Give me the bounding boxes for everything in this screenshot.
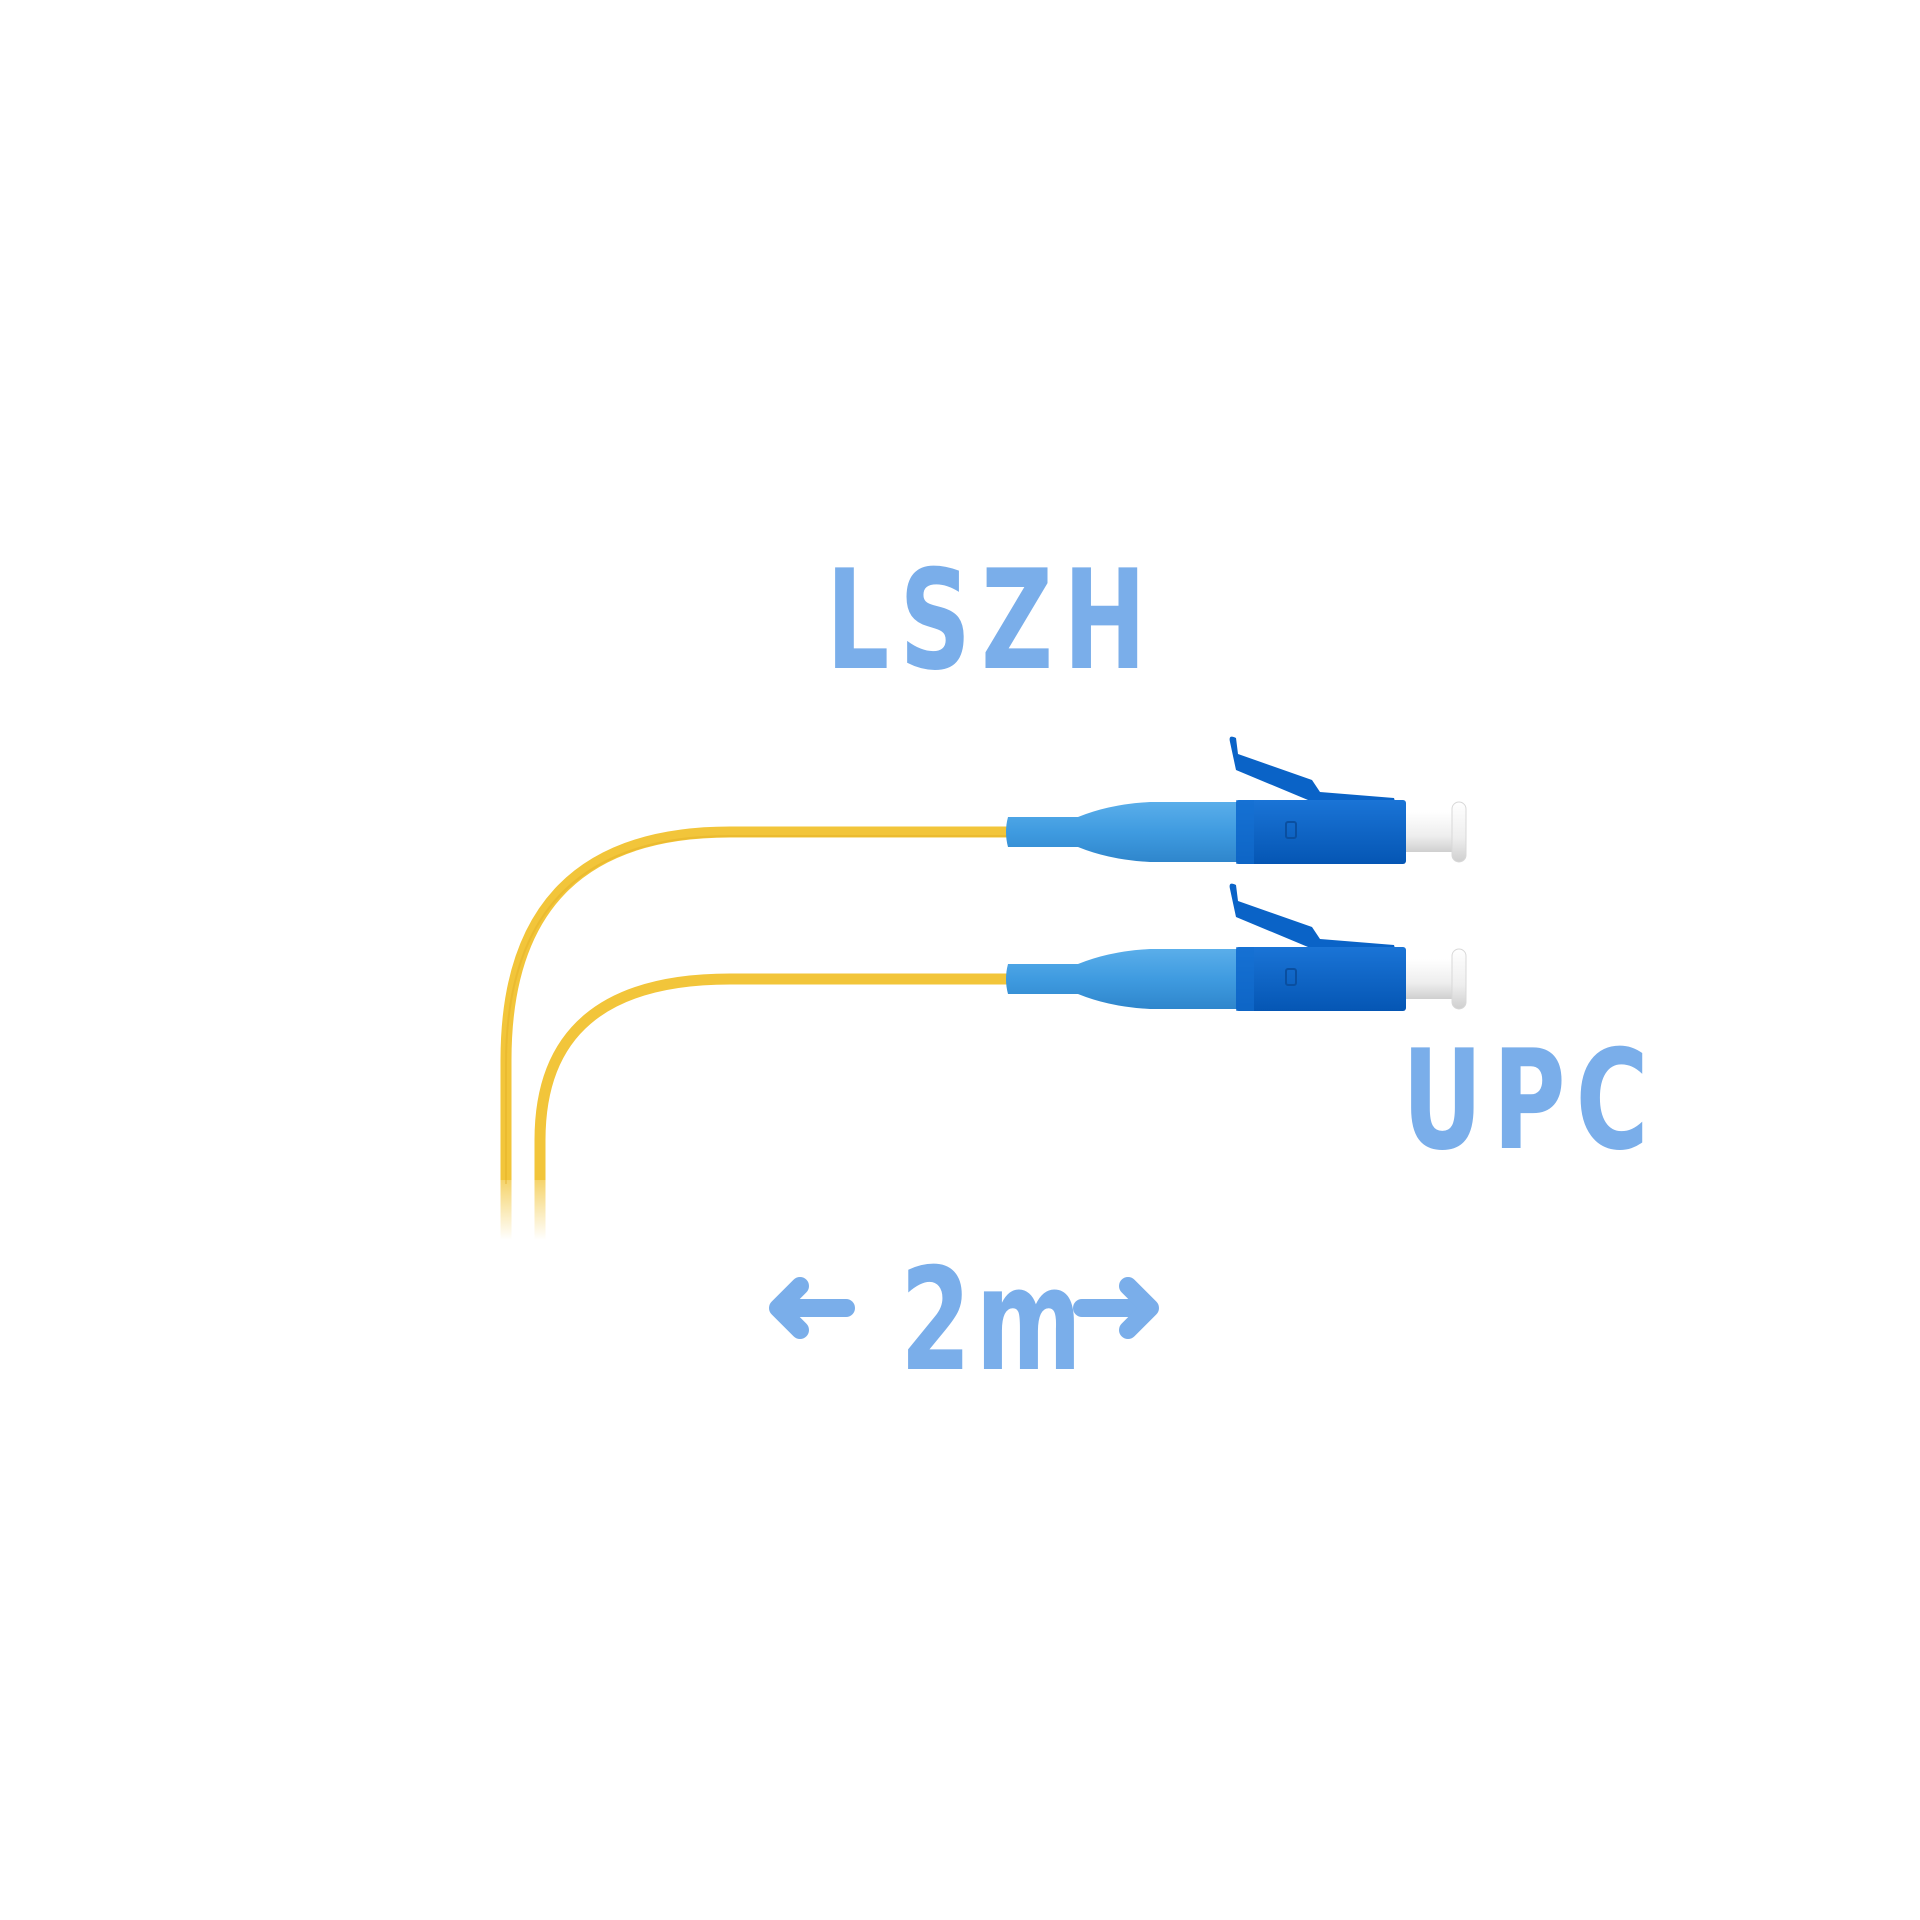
cable-outer: [500, 826, 1010, 1240]
sheath-material-label: LSZH: [826, 540, 1157, 701]
cable-length-label: 2m: [900, 1238, 1087, 1403]
polish-type-label: UPC: [1402, 1020, 1659, 1181]
arrow-right-icon: [1073, 1277, 1159, 1339]
arrow-left-icon: [769, 1277, 855, 1339]
lc-connector-top: [1006, 736, 1467, 864]
lc-connector-bottom: [1006, 883, 1467, 1011]
cable-inner: [534, 973, 1010, 1240]
